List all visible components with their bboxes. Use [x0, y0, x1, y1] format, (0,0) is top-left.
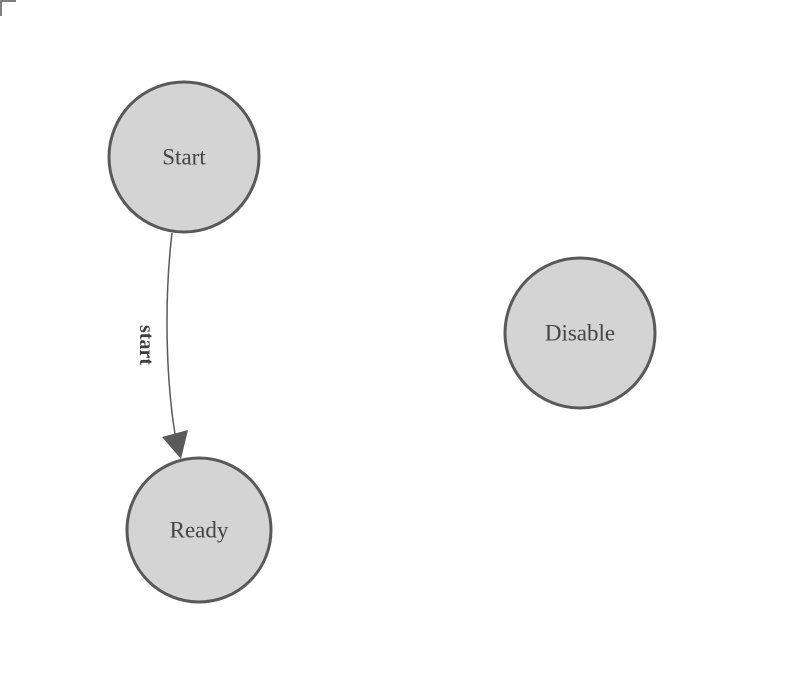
transition-start-to-ready[interactable]: start — [135, 232, 188, 459]
state-node-disable[interactable]: Disable — [503, 256, 657, 410]
state-label: Start — [162, 145, 206, 170]
state-node-ready[interactable]: Ready — [125, 456, 273, 604]
state-circle — [125, 456, 273, 604]
arrowhead-icon — [162, 430, 188, 459]
state-label: Ready — [170, 518, 229, 543]
state-label: Disable — [545, 321, 615, 346]
state-node-start[interactable]: Start — [107, 80, 261, 234]
corner-mark-icon — [0, 0, 16, 16]
state-circle — [107, 80, 261, 234]
transition-path[interactable] — [166, 232, 176, 435]
transition-label: start — [135, 325, 157, 365]
state-circle — [503, 256, 657, 410]
